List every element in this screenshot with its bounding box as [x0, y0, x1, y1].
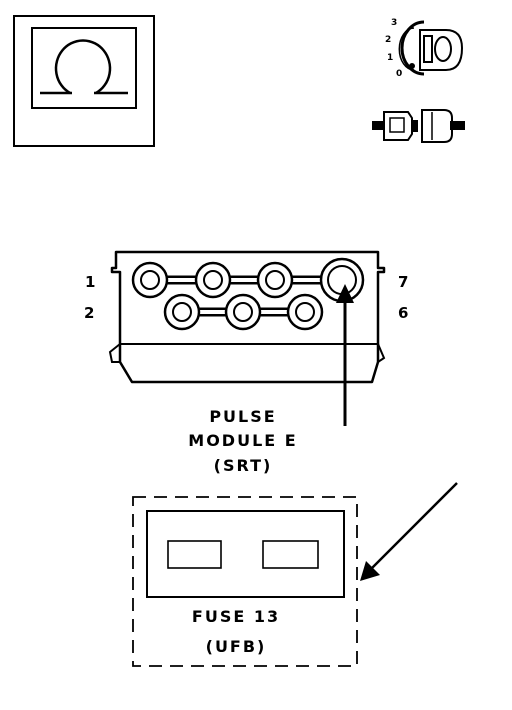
ignition-position-3: 3: [391, 18, 397, 28]
pin-label-1: 1: [85, 273, 95, 291]
ignition-position-1: 1: [387, 53, 393, 63]
ignition-position-2: 2: [385, 35, 391, 45]
pin-label-6: 6: [398, 304, 408, 322]
fuse-caption-line-2: (UFB): [206, 637, 267, 656]
module-caption-line-3: (SRT): [214, 456, 273, 475]
ohmmeter-inner-frame: [31, 27, 137, 109]
fuse-terminal-right: [262, 540, 319, 569]
fuse-terminal-left: [167, 540, 222, 569]
module-caption-line-2: MODULE E: [188, 431, 297, 450]
probe-arrow-cavity: [336, 284, 354, 426]
module-caption: PULSE MODULE E (SRT): [188, 407, 297, 475]
cavity-top-2: [194, 261, 232, 299]
cavity-7: [319, 257, 365, 303]
cavity-1: [131, 261, 169, 299]
cavity-6: [286, 293, 324, 331]
cavity-2: [163, 293, 201, 331]
pin-label-2: 2: [84, 304, 94, 322]
fuse-block-boundary: [132, 496, 358, 667]
ignition-position-0: 0: [396, 69, 402, 79]
pin-label-7: 7: [398, 273, 408, 291]
ohmmeter-outer-frame: [13, 15, 155, 147]
connector: 1 2 7 6: [84, 250, 408, 384]
ohmmeter-symbol: [13, 15, 155, 147]
cavity-bottom-2: [224, 293, 262, 331]
ohm-icon: [54, 39, 112, 95]
module-caption-line-1: PULSE: [209, 407, 276, 426]
probe-arrow-fuse: [360, 482, 458, 581]
fuse-caption-line-1: FUSE 13: [192, 607, 280, 626]
cavity-top-3: [256, 261, 294, 299]
fuse-icon: [372, 109, 465, 143]
ignition-key-icon: 3 2 1 0: [385, 18, 464, 79]
fuse-block: FUSE 13 (UFB): [132, 496, 358, 667]
